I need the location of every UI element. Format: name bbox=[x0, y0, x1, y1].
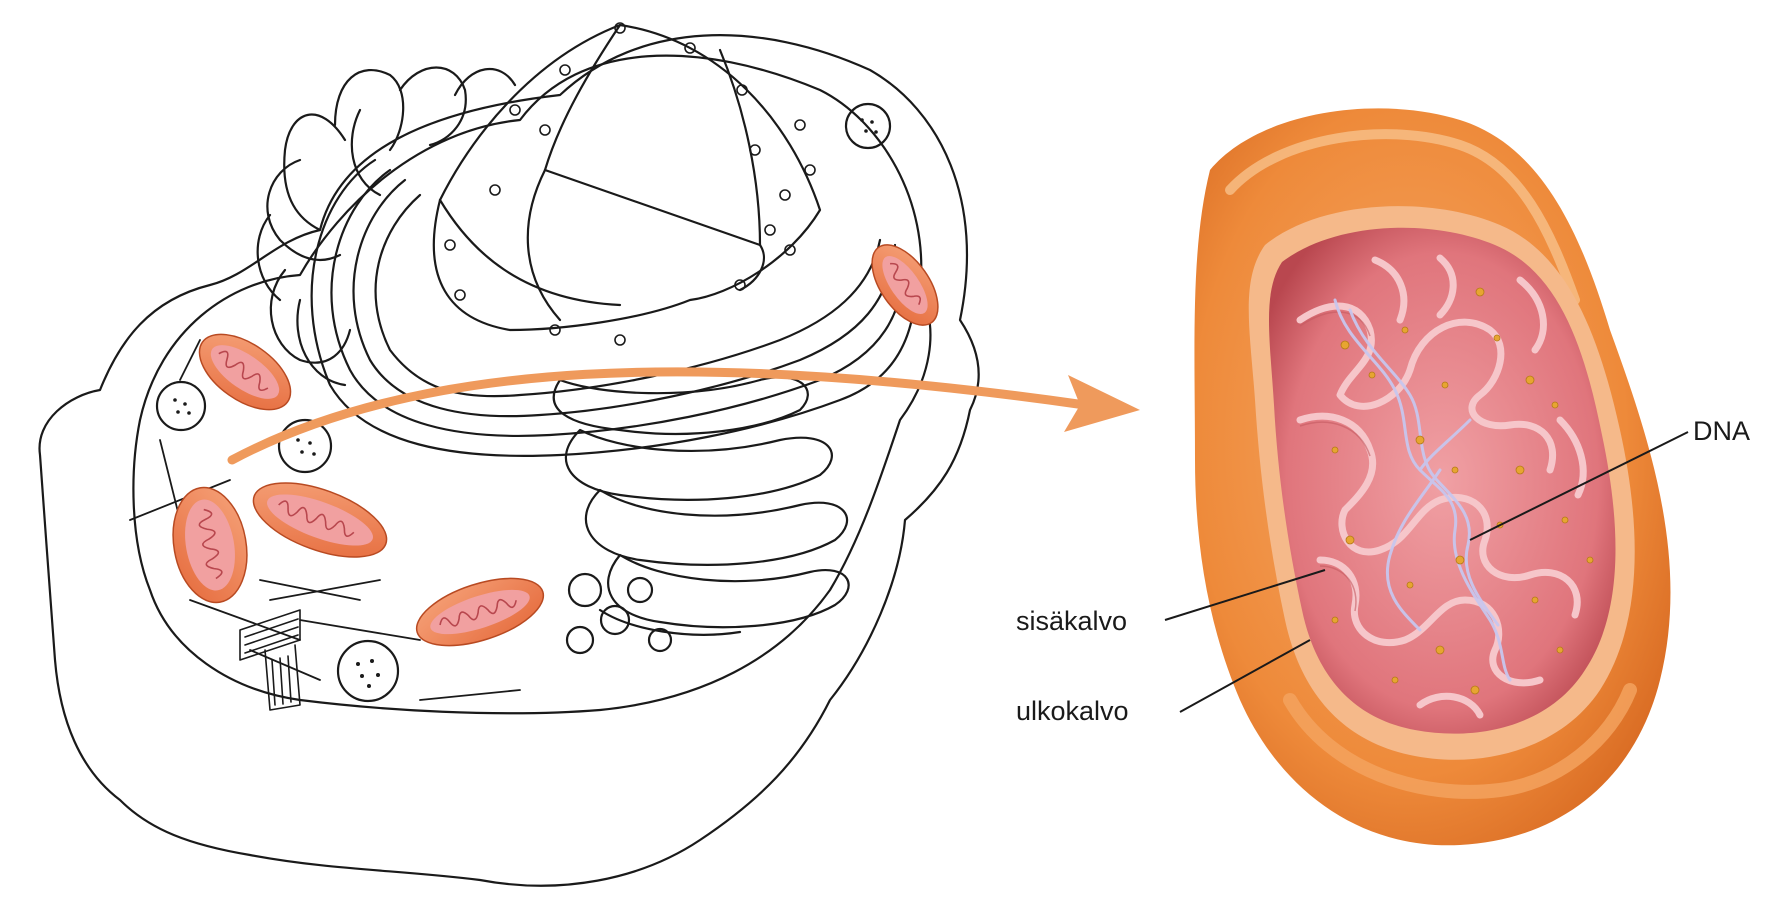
mitochondrion-detail bbox=[1194, 108, 1671, 846]
label-dna: DNA bbox=[1693, 416, 1751, 446]
cell-illustration bbox=[38, 22, 980, 887]
cytoskeleton bbox=[129, 339, 521, 701]
arrow bbox=[227, 367, 1140, 465]
granules bbox=[1331, 287, 1594, 695]
label-inner-membrane: sisäkalvo bbox=[1016, 606, 1128, 636]
endoplasmic-reticulum bbox=[256, 66, 917, 457]
cristae-shading bbox=[1299, 311, 1371, 612]
mitochondrion-small-4 bbox=[415, 577, 545, 647]
small-mitochondria bbox=[172, 244, 939, 647]
mitochondrion-small-2 bbox=[252, 482, 388, 558]
centriole bbox=[239, 609, 301, 711]
label-outer-membrane: ulkokalvo bbox=[1016, 696, 1129, 726]
dna-strands bbox=[1333, 298, 1512, 682]
mitochondrion-small-3 bbox=[172, 486, 248, 604]
cytoplasm-boundary bbox=[132, 54, 932, 715]
nucleus bbox=[432, 23, 822, 332]
leader-outer-membrane bbox=[1179, 639, 1311, 713]
mitochondrion-small-1 bbox=[198, 333, 292, 411]
leader-lines bbox=[1164, 431, 1689, 713]
leader-dna bbox=[1469, 431, 1689, 541]
vesicle-dots bbox=[173, 118, 878, 688]
cristae bbox=[1296, 254, 1587, 719]
vesicles bbox=[155, 102, 892, 703]
nuclear-pores bbox=[444, 22, 816, 346]
leader-inner-membrane bbox=[1164, 569, 1326, 621]
golgi-apparatus bbox=[552, 376, 850, 655]
mitochondrion-small-5 bbox=[871, 244, 939, 326]
cell-membrane bbox=[38, 34, 980, 887]
